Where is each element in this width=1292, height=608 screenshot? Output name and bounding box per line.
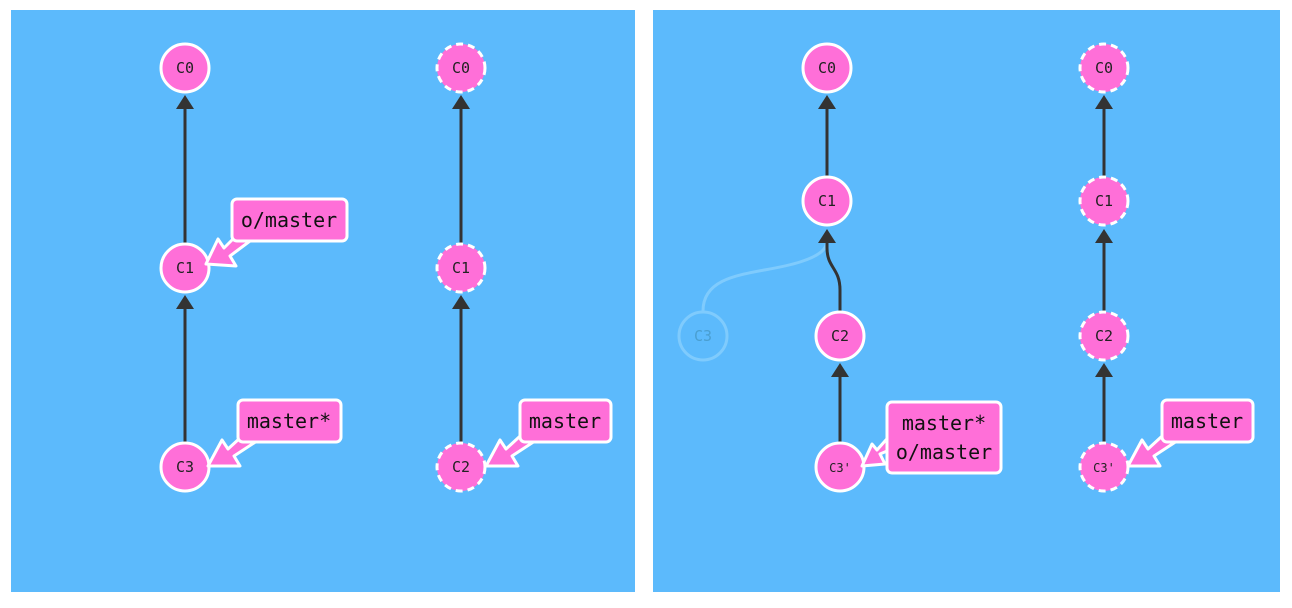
ref-o-master[interactable]: o/master [204, 197, 349, 268]
ref-label: master* [247, 409, 331, 433]
commit-label: C1 [818, 192, 836, 210]
ref-master[interactable]: master* [206, 398, 343, 468]
commit-c0[interactable]: C0 [1078, 42, 1130, 94]
arrowhead [818, 229, 836, 243]
commit-c3[interactable]: C3 [159, 441, 211, 493]
commit-c1[interactable]: C1 [435, 242, 487, 294]
commit-label: C0 [176, 59, 194, 77]
commit-label: C3' [1093, 461, 1115, 475]
ref-label: o/master [241, 208, 337, 232]
commit-c1[interactable]: C1 [801, 175, 853, 227]
commit-label: C3 [176, 458, 194, 476]
arrowhead [1095, 95, 1113, 109]
commit-c2[interactable]: C2 [1078, 310, 1130, 362]
ref-label: master [1171, 409, 1243, 433]
arrowhead [452, 95, 470, 109]
commit-label: C1 [452, 259, 470, 277]
left-remote-tree: C0 C1 C2 master [435, 42, 613, 493]
right-remote-tree: C0 C1 C2 C3' master [1078, 42, 1255, 493]
ref-label-o-master: o/master [896, 440, 992, 464]
commit-c0[interactable]: C0 [801, 42, 853, 94]
commit-label: C0 [1095, 59, 1113, 77]
commit-c0[interactable]: C0 [435, 42, 487, 94]
commit-c2[interactable]: C2 [814, 310, 866, 362]
orphan-edge-c3-to-c1 [701, 239, 829, 312]
commit-label: C1 [1095, 192, 1113, 210]
right-local-tree: C0 C1 C3 C2 C3' master* o/master [677, 42, 1003, 493]
commit-label: C2 [452, 458, 470, 476]
arrowhead [831, 363, 849, 377]
ref-master-and-o-master[interactable]: master* o/master [860, 400, 1003, 475]
ref-label-master: master* [902, 411, 986, 435]
commit-label: C3' [829, 461, 851, 475]
arrowhead [176, 295, 194, 309]
arrowhead [1095, 229, 1113, 243]
left-diagram-panel [11, 10, 635, 592]
ref-master[interactable]: master [484, 398, 613, 468]
arrowhead [818, 95, 836, 109]
commit-c3-orphan[interactable]: C3 [677, 310, 729, 362]
commit-c3-prime[interactable]: C3' [814, 441, 866, 493]
commit-label: C3 [694, 327, 712, 345]
commit-label: C0 [818, 59, 836, 77]
commit-c3-prime[interactable]: C3' [1078, 441, 1130, 493]
edge-c2-to-c1 [825, 240, 842, 311]
arrowhead [1095, 363, 1113, 377]
commit-c1[interactable]: C1 [1078, 175, 1130, 227]
ref-label: master [529, 409, 601, 433]
commit-label: C1 [176, 259, 194, 277]
commit-c0[interactable]: C0 [159, 42, 211, 94]
commit-c2[interactable]: C2 [435, 441, 487, 493]
right-diagram-panel [653, 10, 1280, 592]
arrowhead [176, 95, 194, 109]
commit-label: C0 [452, 59, 470, 77]
commit-label: C2 [831, 327, 849, 345]
arrowhead [452, 295, 470, 309]
commit-label: C2 [1095, 327, 1113, 345]
ref-master[interactable]: master [1126, 398, 1255, 468]
left-local-tree: C0 C1 C3 o/master master* [159, 42, 349, 493]
commit-c1[interactable]: C1 [159, 242, 211, 294]
